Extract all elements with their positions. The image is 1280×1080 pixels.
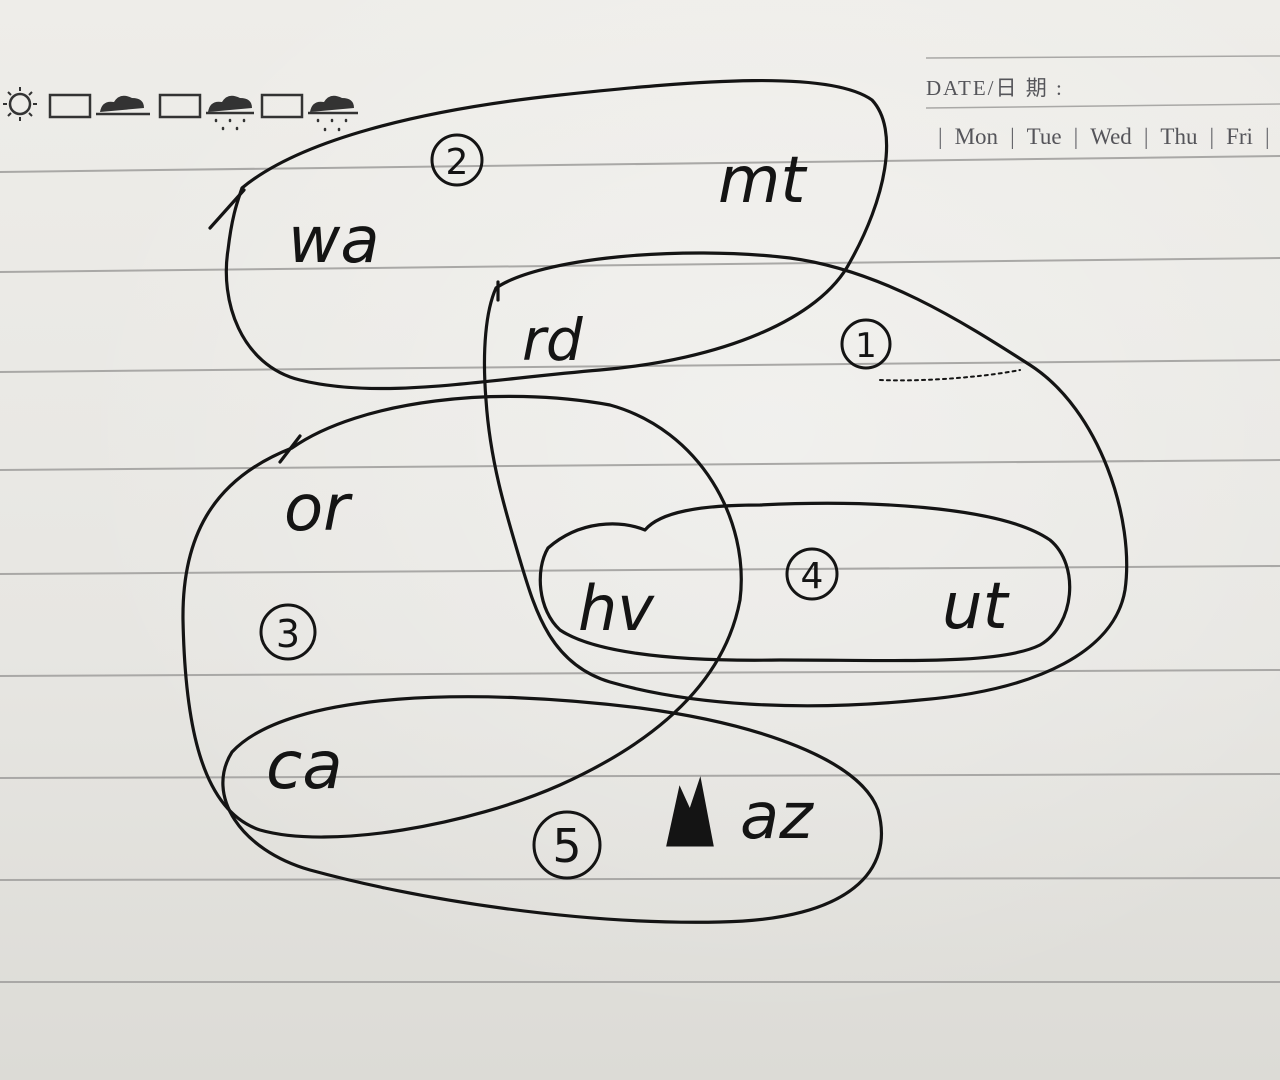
label-ca: ca — [266, 727, 343, 804]
checkbox-icon — [260, 93, 304, 119]
region-5-outline — [221, 695, 883, 924]
label-wa: wa — [288, 204, 380, 278]
region-number-1: 1 — [840, 318, 892, 370]
enclosures — [181, 79, 1129, 924]
checkbox-icon — [48, 93, 92, 119]
rule-line — [0, 669, 1280, 677]
region-1-outline — [482, 251, 1129, 708]
scribble-mark — [666, 776, 714, 847]
rule-line — [0, 155, 1280, 173]
weekday-separator: | — [1264, 124, 1270, 149]
weekday-thu[interactable]: Thu — [1160, 124, 1198, 149]
region-number-5: 5 — [532, 810, 602, 880]
label-ut: ut — [942, 570, 1011, 644]
weekday-separator: | — [1143, 124, 1149, 149]
weekday-wed[interactable]: Wed — [1090, 124, 1132, 149]
state-labels: wa mt rd or hv ut ca az — [266, 144, 1011, 854]
weekday-fri[interactable]: Fri — [1226, 124, 1253, 149]
region-number-2: 2 — [430, 133, 484, 187]
date-label: DATE/日 期 : — [926, 76, 1064, 100]
weekday-separator: | — [1010, 124, 1015, 149]
rule-line — [0, 877, 1280, 881]
checkbox-icon — [158, 93, 202, 119]
rule-line — [0, 257, 1280, 273]
snow-icon — [308, 95, 358, 132]
ruled-lines — [0, 55, 1280, 983]
label-hv: hv — [578, 572, 655, 645]
region-2-outline — [224, 79, 889, 391]
label-az: az — [740, 780, 814, 854]
label-rd: rd — [522, 306, 584, 374]
region-number-3: 3 — [259, 603, 317, 661]
weekday-row: | Mon | Tue | Wed | Thu | Fri | — [926, 124, 1280, 150]
rule-line — [0, 773, 1280, 779]
header-rule-top — [925, 55, 1280, 59]
weekday-separator: | — [938, 124, 943, 149]
weather-icons — [3, 87, 358, 132]
region-number-5-text: 5 — [552, 819, 581, 873]
weekday-separator: | — [1209, 124, 1215, 149]
region-number-2-text: 2 — [446, 142, 469, 183]
region-2-tick — [208, 188, 246, 230]
weekday-mon[interactable]: Mon — [954, 124, 999, 149]
region-number-1-text: 1 — [855, 326, 877, 366]
rain-icon — [206, 95, 254, 131]
region-4-outline — [538, 501, 1072, 663]
region-number-4-text: 4 — [801, 556, 824, 597]
region-numbers: 2 1 3 4 5 — [259, 133, 892, 880]
cloud-icon — [96, 95, 150, 116]
weekday-separator: | — [1073, 124, 1079, 149]
region-number-3-text: 3 — [276, 612, 300, 656]
region-3-outline — [181, 394, 743, 839]
sun-icon — [3, 87, 37, 121]
stray-mark — [879, 369, 1021, 382]
region-number-4: 4 — [785, 547, 839, 601]
rule-line — [0, 459, 1280, 471]
label-mt: mt — [718, 144, 808, 218]
weekday-tue[interactable]: Tue — [1026, 124, 1062, 149]
region-3-tick — [278, 434, 302, 464]
header-rule — [925, 103, 1280, 109]
label-or: or — [284, 472, 353, 546]
